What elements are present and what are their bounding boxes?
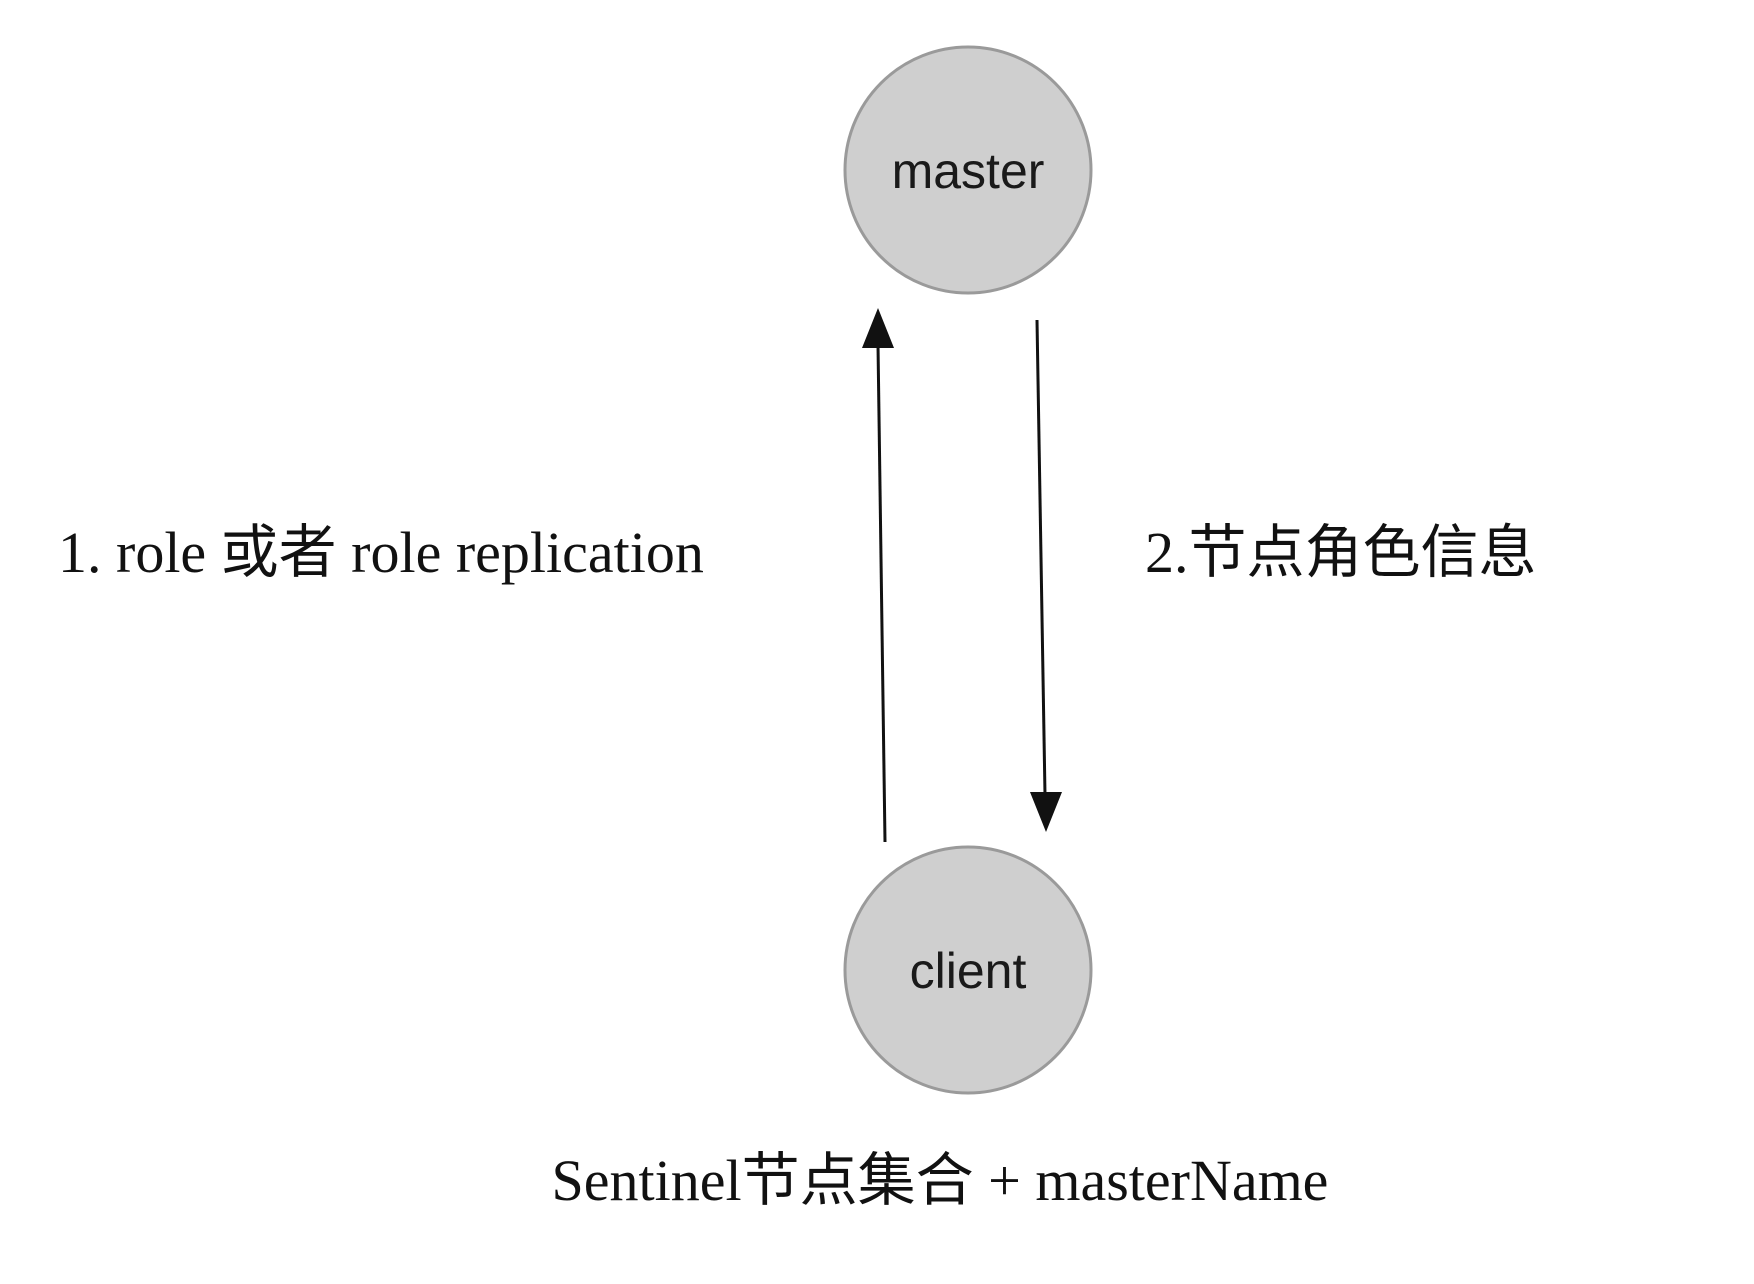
master-node-circle [843, 45, 1093, 295]
response-arrow-line [1035, 319, 1047, 796]
request-arrowhead [862, 308, 894, 348]
footer-caption: Sentinel节点集合 + masterName [552, 1148, 1329, 1213]
master-node-label: master [892, 143, 1045, 199]
response-label: 2.节点角色信息 [1145, 520, 1537, 585]
response-arrow [1030, 319, 1062, 832]
request-arrow [862, 308, 894, 843]
response-arrowhead [1030, 792, 1062, 832]
request-label: 1. role 或者 role replication [58, 520, 704, 585]
client-node: client [843, 845, 1093, 1095]
client-node-circle [843, 845, 1093, 1095]
master-node: master [843, 45, 1093, 295]
request-arrow-line [876, 344, 887, 843]
client-node-label: client [910, 943, 1027, 999]
